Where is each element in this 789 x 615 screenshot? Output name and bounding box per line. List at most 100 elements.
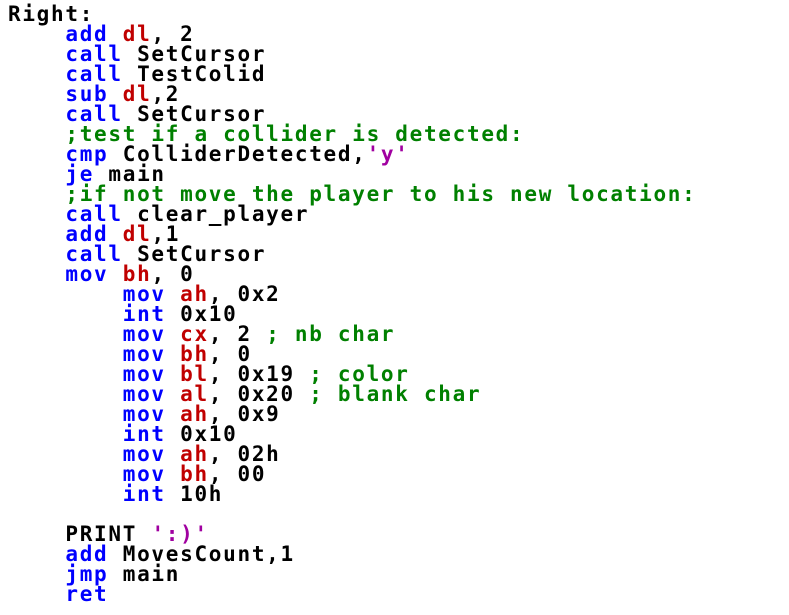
code-token-plain: , 0 [151, 262, 195, 286]
code-token-keyword: ret [65, 582, 109, 606]
code-editor[interactable]: Right: add dl, 2 call SetCursor call Tes… [8, 2, 696, 606]
code-token-string: 'y' [366, 142, 410, 166]
code-line[interactable]: mov al, 0x20 ; blank char [8, 382, 696, 406]
code-token-plain: SetCursor [122, 102, 267, 126]
code-line[interactable]: int 10h [8, 482, 696, 506]
code-line[interactable]: int 0x10 [8, 302, 696, 326]
code-token-register: dl [122, 82, 152, 106]
code-token-plain: , 0x19 [208, 362, 310, 386]
code-line[interactable]: cmp ColliderDetected,'y' [8, 142, 696, 166]
code-token-keyword: add [65, 222, 109, 246]
code-line[interactable]: PRINT ':)' [8, 522, 696, 546]
code-token-keyword: mov [65, 262, 109, 286]
code-token-keyword: mov [122, 382, 166, 406]
code-line[interactable]: mov bl, 0x19 ; color [8, 362, 696, 386]
code-line[interactable]: sub dl,2 [8, 82, 696, 106]
code-token-plain: , 00 [208, 462, 267, 486]
code-token-register: dl [122, 222, 152, 246]
code-line[interactable]: ;test if a collider is detected: [8, 122, 696, 146]
code-token-keyword: cmp [65, 142, 109, 166]
code-token-register: bl [180, 362, 209, 386]
code-token-keyword: mov [122, 282, 166, 306]
code-token-keyword: mov [122, 462, 166, 486]
code-line[interactable]: je main [8, 162, 696, 186]
code-line[interactable]: add dl, 2 [8, 22, 696, 46]
code-token-keyword: mov [122, 342, 166, 366]
code-token-plain: , 02h [208, 442, 281, 466]
code-token-register: bh [122, 262, 152, 286]
code-token-keyword: call [65, 62, 123, 86]
code-token-string: ':)' [151, 522, 209, 546]
code-token-register: ah [180, 282, 209, 306]
code-token-plain: ColliderDetected, [108, 142, 367, 166]
code-token-plain: ,1 [151, 222, 181, 246]
code-line[interactable]: call SetCursor [8, 242, 696, 266]
code-line[interactable] [8, 504, 696, 524]
code-token-keyword: jmp [65, 562, 109, 586]
code-token-register: ah [180, 442, 209, 466]
code-token-register: al [180, 382, 209, 406]
code-line[interactable]: mov bh, 0 [8, 262, 696, 286]
code-token-plain: , 0 [208, 342, 252, 366]
code-line[interactable]: ;if not move the player to his new locat… [8, 184, 696, 205]
code-line[interactable]: mov ah, 0x2 [8, 282, 696, 306]
code-line[interactable]: call SetCursor [8, 102, 696, 126]
code-token-keyword: mov [122, 322, 166, 346]
code-token-comment: ; color [309, 362, 410, 386]
code-token-plain [8, 582, 65, 606]
code-token-plain: Right: [8, 2, 95, 26]
code-token-register: bh [180, 462, 209, 486]
code-line[interactable]: jmp main [8, 562, 696, 586]
code-token-keyword: call [65, 242, 123, 266]
code-line[interactable]: mov ah, 02h [8, 442, 696, 466]
code-token-register: ah [180, 402, 209, 426]
code-token-plain: SetCursor [122, 242, 267, 266]
code-token-keyword: mov [122, 362, 166, 386]
code-token-plain: TestColid [122, 62, 267, 86]
code-token-plain: 0x10 [165, 302, 238, 326]
code-line[interactable]: ret [8, 582, 696, 606]
code-token-plain: main [94, 162, 166, 186]
code-token-plain: 10h [165, 482, 224, 506]
code-line[interactable]: call TestColid [8, 62, 696, 86]
code-token-comment: ; nb char [266, 322, 396, 346]
code-token-keyword: call [65, 42, 123, 66]
code-line[interactable]: mov cx, 2 ; nb char [8, 322, 696, 346]
code-token-plain: main [108, 562, 181, 586]
code-token-comment: ; blank char [309, 382, 482, 406]
code-token-plain: , 2 [208, 322, 267, 346]
code-token-keyword: call [65, 102, 123, 126]
code-token-keyword: je [65, 162, 95, 186]
code-token-plain: PRINT [8, 522, 152, 546]
code-token-keyword: int [122, 302, 166, 326]
code-token-register: bh [180, 342, 209, 366]
code-token-plain: , 0x20 [208, 382, 310, 406]
code-line[interactable]: call SetCursor [8, 42, 696, 66]
code-token-keyword: int [122, 422, 166, 446]
code-line[interactable]: mov bh, 00 [8, 462, 696, 486]
code-token-keyword: mov [122, 442, 166, 466]
code-token-plain: , 0x9 [208, 402, 281, 426]
code-line[interactable]: Right: [8, 2, 696, 26]
code-token-plain: ,2 [151, 82, 181, 106]
code-token-plain: SetCursor [122, 42, 267, 66]
code-line[interactable]: add MovesCount,1 [8, 542, 696, 566]
code-token-plain: MovesCount,1 [108, 542, 295, 566]
code-line[interactable]: call clear_player [8, 202, 696, 226]
code-token-register: dl [122, 22, 152, 46]
code-line[interactable]: mov ah, 0x9 [8, 402, 696, 426]
code-token-comment: ;test if a collider is detected: [65, 122, 525, 146]
code-token-plain [8, 482, 123, 506]
code-token-keyword: add [65, 542, 109, 566]
code-line[interactable]: int 0x10 [8, 422, 696, 446]
code-token-keyword: call [65, 202, 123, 226]
code-token-plain: , 0x2 [208, 282, 281, 306]
code-line[interactable]: add dl,1 [8, 222, 696, 246]
code-token-register: cx [180, 322, 209, 346]
code-token-keyword: mov [122, 402, 166, 426]
code-token-keyword: add [65, 22, 109, 46]
code-line[interactable]: mov bh, 0 [8, 342, 696, 366]
code-token-keyword: int [122, 482, 166, 506]
code-token-plain: , 2 [151, 22, 195, 46]
code-token-plain: clear_player [122, 202, 310, 226]
